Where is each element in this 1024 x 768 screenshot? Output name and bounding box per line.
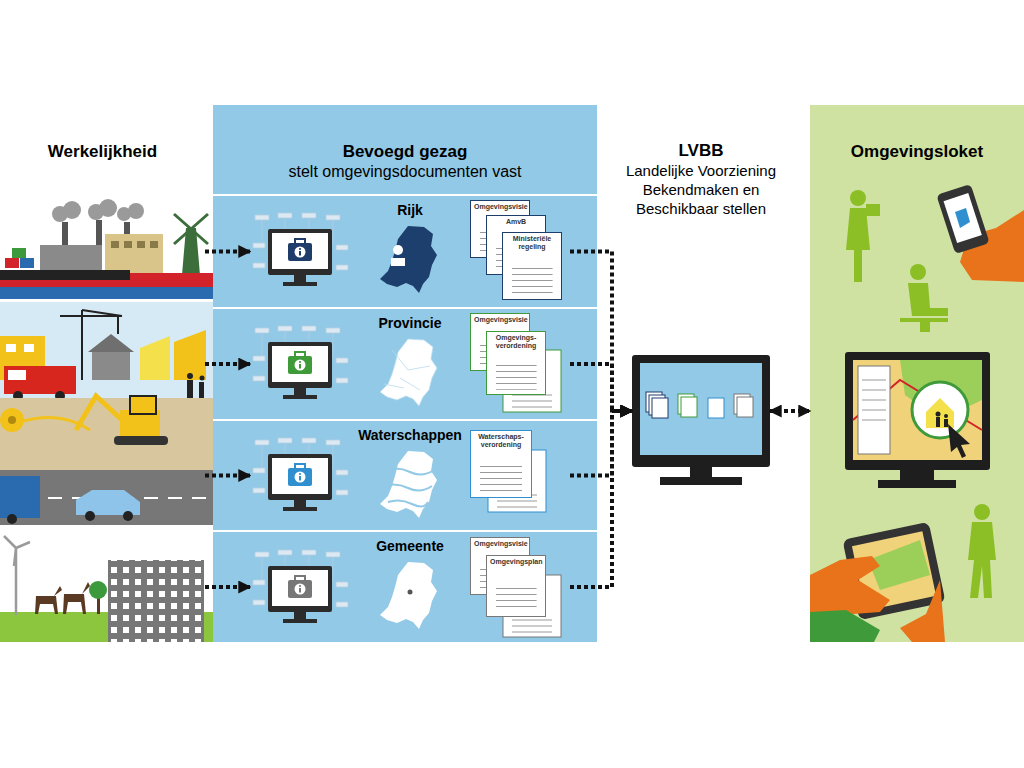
column-heading: Omgevingsloket xyxy=(810,142,1024,162)
level-band: RijkOmgevingsvisieAmvBMinisteriële regel… xyxy=(250,196,570,307)
column-subtitle: stelt omgevingsdocumenten vast xyxy=(213,162,597,182)
flow-arrow xyxy=(570,364,632,411)
level-band: WaterschappenWaterschaps-verordening xyxy=(250,421,570,530)
flow-arrow xyxy=(205,362,250,366)
document-sheet: Waterschaps-verordening xyxy=(470,430,532,498)
document-title: Waterschaps-verordening xyxy=(474,433,528,449)
document-title: Omgevings-verordening xyxy=(490,334,542,350)
flow-arrow xyxy=(205,585,250,589)
column-heading: Werkelijkheid xyxy=(0,142,205,162)
flow-arrow xyxy=(570,411,632,587)
document-sheet: Omgevings-verordening xyxy=(486,331,546,395)
document-title: Omgevingsplan xyxy=(490,558,542,566)
heading-block: LVBBLandelijke Voorziening Bekendmaken e… xyxy=(601,140,801,218)
level-band: GemeenteOmgevingsvisieOmgevingsplan xyxy=(250,532,570,642)
level-band: ProvincieOmgevingsvisieOmgevings-verorde… xyxy=(250,309,570,419)
flow-arrow xyxy=(205,250,250,254)
flow-arrow xyxy=(570,411,632,476)
reality-column: Werkelijkheid xyxy=(0,105,205,642)
document-sheet: Omgevingsplan xyxy=(486,555,546,617)
column-heading: Bevoegd gezag xyxy=(213,142,597,162)
platform-name: LVBB xyxy=(601,140,801,161)
document-title: Omgevingsvisie xyxy=(474,203,526,211)
flow-arrow xyxy=(770,409,810,413)
platform-monitor: LVBBLandelijke Voorziening Bekendmaken e… xyxy=(632,355,770,467)
flow-arrow xyxy=(570,252,632,412)
document-sheet: Ministeriële regeling xyxy=(502,232,562,300)
document-title: Omgevingsvisie xyxy=(474,540,526,548)
document-title: AmvB xyxy=(490,218,542,226)
portal-panel: Omgevingsloket xyxy=(810,105,1024,642)
authority-panel: Bevoegd gezagstelt omgevingsdocumenten v… xyxy=(213,105,597,642)
document-title: Omgevingsvisie xyxy=(474,316,526,324)
document-title: Ministeriële regeling xyxy=(506,235,558,251)
flow-arrow xyxy=(205,474,250,478)
platform-description: Landelijke Voorziening Bekendmaken en Be… xyxy=(601,161,801,218)
